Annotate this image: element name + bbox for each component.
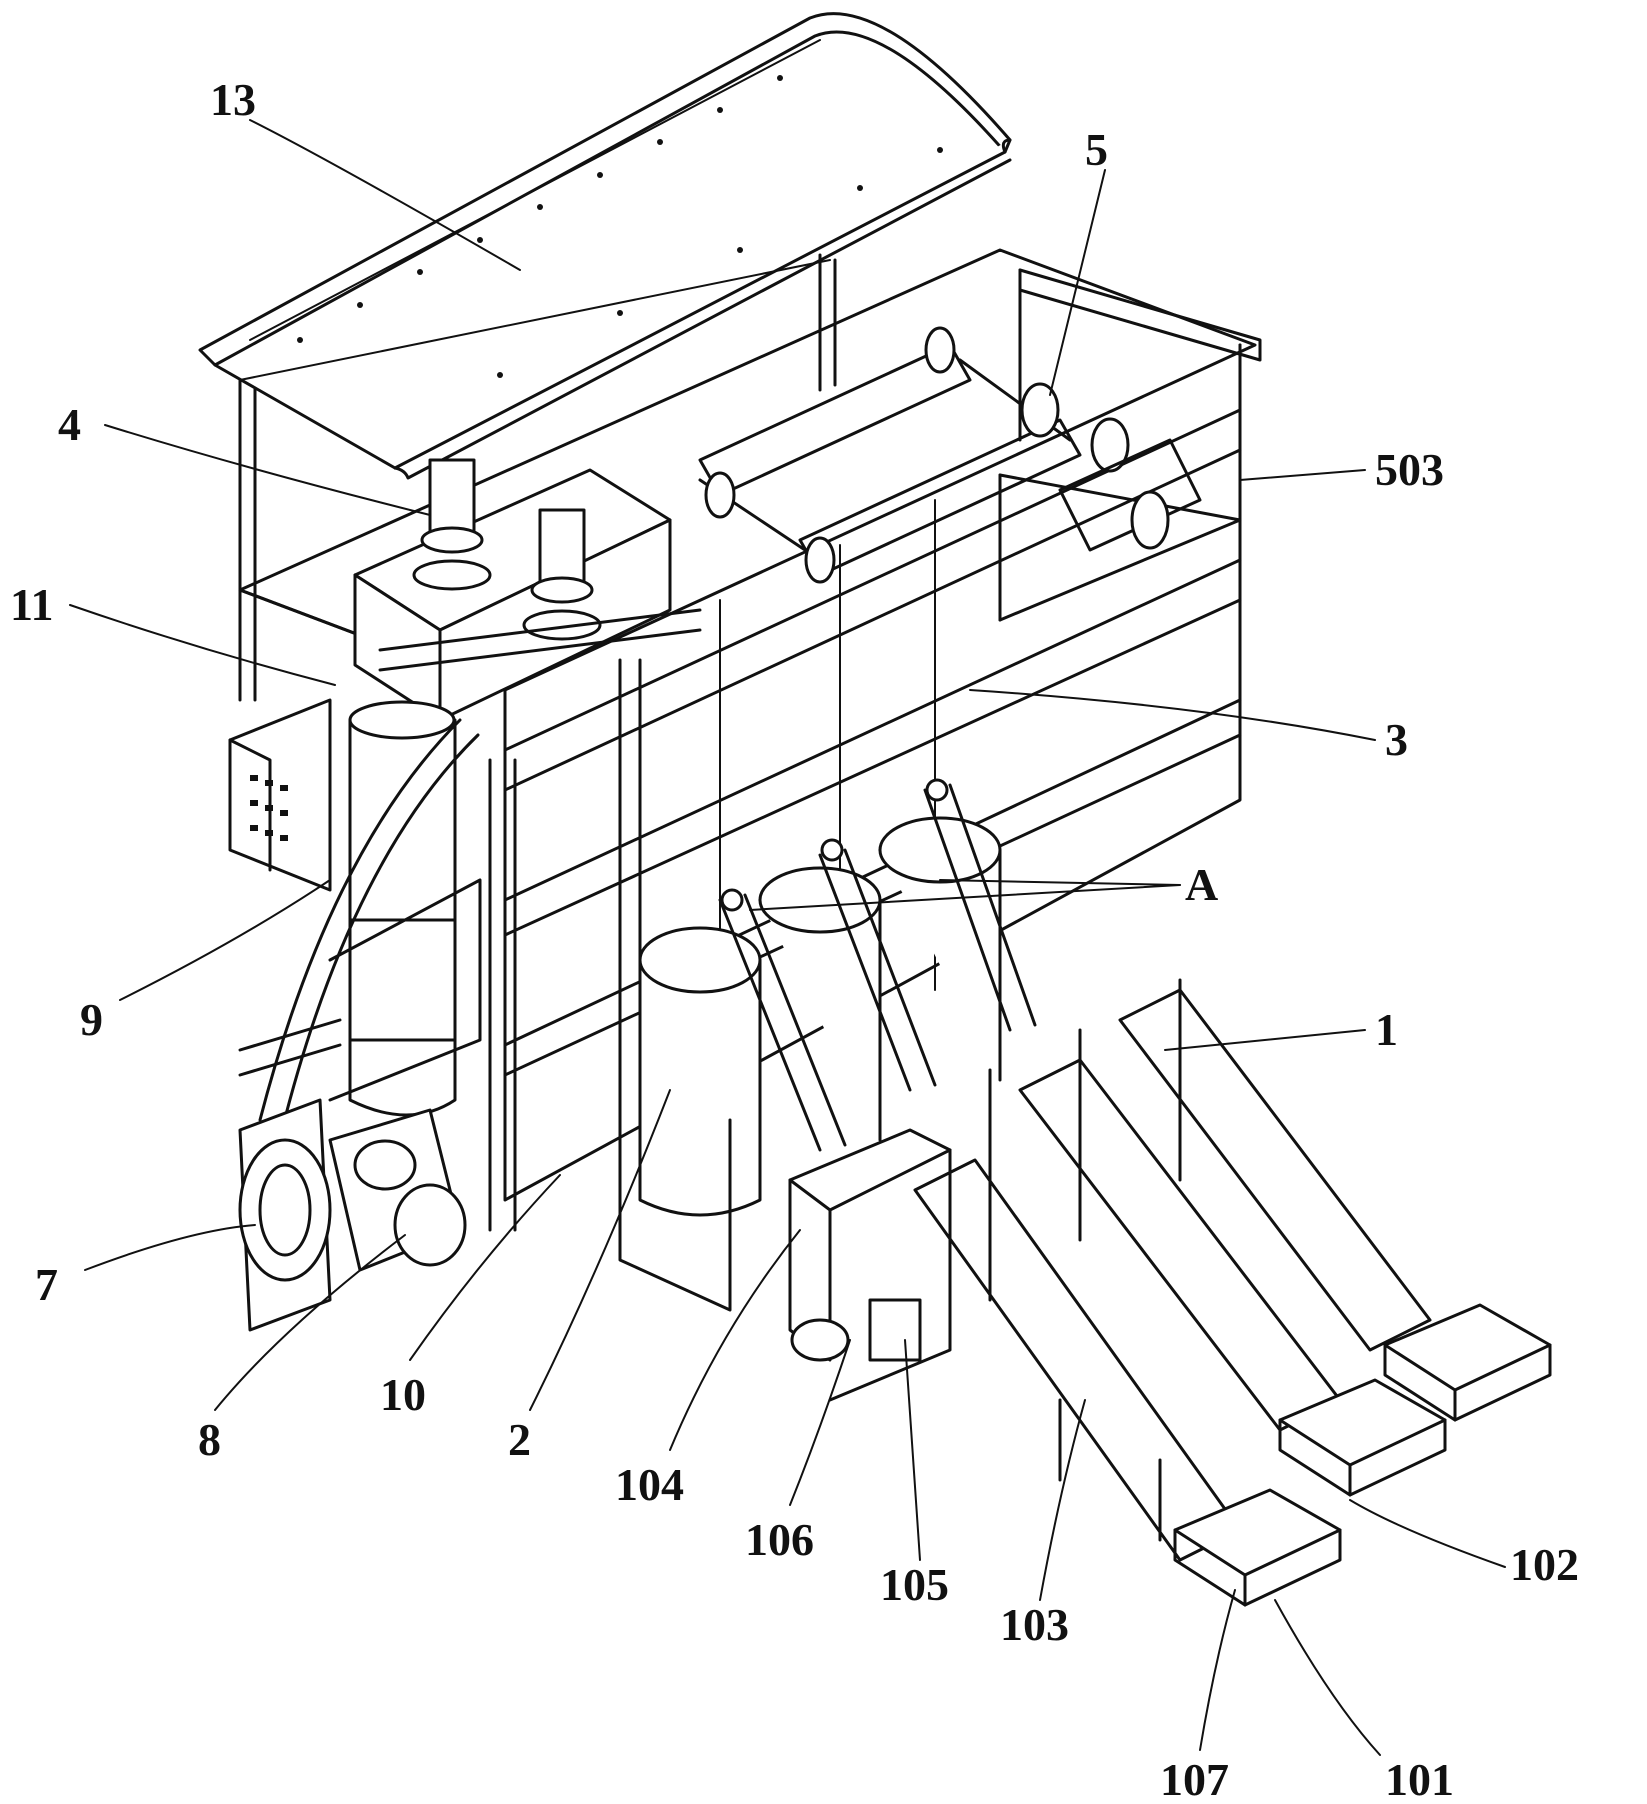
- label-5: 5: [1085, 124, 1108, 175]
- label-2: 2: [508, 1414, 531, 1465]
- label-11: 11: [10, 579, 53, 630]
- label-7: 7: [35, 1259, 58, 1310]
- filter-tank: [328, 700, 482, 1117]
- label-106: 106: [745, 1514, 814, 1565]
- label-101: 101: [1385, 1754, 1454, 1804]
- label-10: 10: [380, 1369, 426, 1420]
- callout-labels: 13 5 4 503 11 3 A 9 1 7 8 10 2 104 106 1…: [10, 74, 1579, 1804]
- dosing-box: [353, 458, 672, 722]
- cover-canopy: [198, 12, 1012, 702]
- label-8: 8: [198, 1414, 221, 1465]
- mixer-frame: [788, 1128, 952, 1402]
- main-tank: [238, 248, 1262, 1202]
- label-1: 1: [1375, 1004, 1398, 1055]
- label-9: 9: [80, 994, 103, 1045]
- trays: [1173, 1303, 1552, 1607]
- label-503: 503: [1375, 444, 1444, 495]
- label-104: 104: [615, 1459, 684, 1510]
- pump-7: [238, 1098, 332, 1332]
- dosing-tanks: [618, 778, 1037, 1312]
- label-A: A: [1185, 859, 1218, 910]
- pump-8: [328, 1108, 467, 1272]
- control-cabinet: [228, 698, 332, 892]
- label-3: 3: [1385, 714, 1408, 765]
- skimmer-mechanism: [698, 326, 1202, 584]
- leader-lines: [69, 119, 1506, 1756]
- label-105: 105: [880, 1559, 949, 1610]
- label-4: 4: [58, 399, 81, 450]
- label-103: 103: [1000, 1599, 1069, 1650]
- label-107: 107: [1160, 1754, 1229, 1804]
- label-13: 13: [210, 74, 256, 125]
- label-102: 102: [1510, 1539, 1579, 1590]
- chutes: [913, 978, 1432, 1562]
